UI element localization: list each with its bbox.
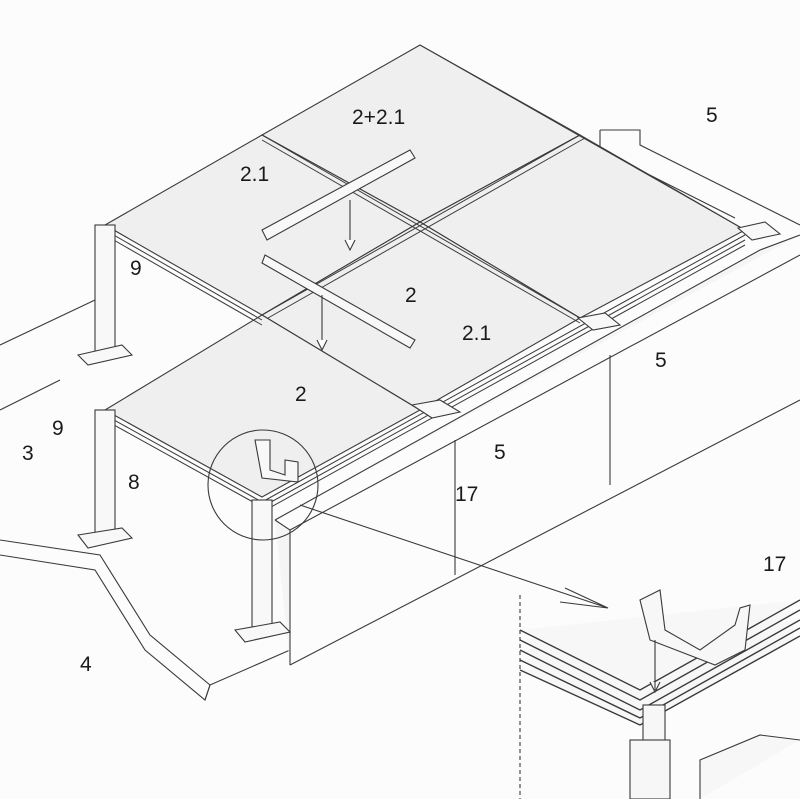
label-beam-lower-right: 2.1: [462, 322, 492, 345]
label-post-lower: 9: [52, 417, 64, 440]
label-beam-mid: 2: [405, 284, 417, 307]
label-bracket: 17: [455, 483, 479, 506]
label-post-upper: 9: [130, 257, 142, 280]
loose-beams: [261, 149, 416, 352]
frame-profiles: [104, 44, 746, 513]
detail-arrow: [299, 504, 609, 609]
ground-slab: [0, 299, 291, 701]
roof-panels: [103, 44, 747, 498]
label-wall-front: 5: [494, 441, 506, 464]
label-top-beam: 2+2.1: [352, 106, 406, 129]
label-frame-edge: 8: [128, 471, 140, 494]
label-beam-front: 2: [295, 383, 307, 406]
brackets: [254, 221, 782, 483]
label-beam-upper-left: 2.1: [240, 163, 270, 186]
posts: [76, 224, 292, 643]
detail-circle: [207, 429, 319, 541]
wall-block: [274, 129, 800, 666]
label-base-plate: 4: [80, 653, 92, 676]
label-ground: 3: [22, 442, 34, 465]
label-wall-top: 5: [706, 104, 718, 127]
label-detail-bracket: 17: [763, 553, 787, 576]
label-wall-right: 5: [655, 349, 667, 372]
detail-inset: [519, 589, 800, 799]
